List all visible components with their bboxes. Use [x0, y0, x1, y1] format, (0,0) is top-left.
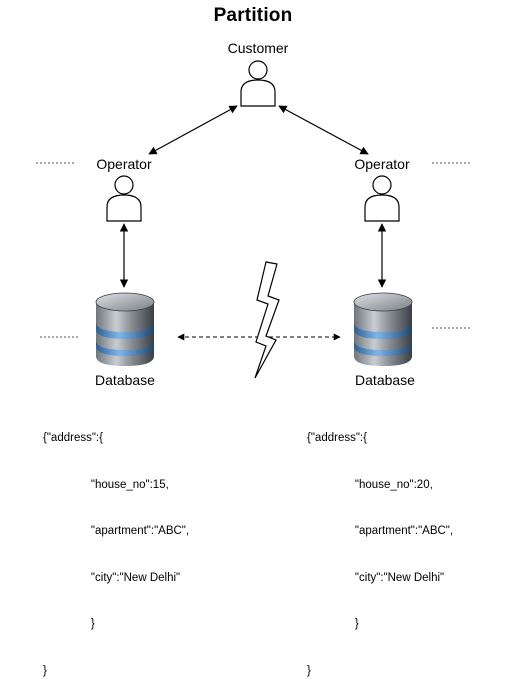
database-left-record: {"address":{ "house_no":15, "apartment":… — [43, 400, 189, 695]
record-line: {"address":{ — [307, 432, 367, 444]
arrow-customer-operator-right — [278, 105, 369, 155]
record-line: "apartment":"ABC", — [307, 525, 454, 537]
customer-person-icon — [240, 60, 276, 107]
record-line: "apartment":"ABC", — [43, 525, 190, 537]
record-line: "house_no":15, — [43, 478, 169, 491]
customer-label: Customer — [227, 40, 289, 56]
record-line: } — [307, 618, 359, 630]
database-right-icon — [353, 292, 413, 366]
operator-left-label: Operator — [96, 156, 152, 172]
partition-lightning-icon — [254, 261, 280, 379]
operator-left-person-icon — [106, 175, 142, 222]
database-left-icon — [95, 292, 155, 366]
database-right-record: {"address":{ "house_no":20, "apartment":… — [307, 400, 453, 695]
diagram-canvas — [36, 60, 472, 379]
record-line: } — [307, 664, 311, 677]
operator-right-label: Operator — [354, 156, 410, 172]
database-right-label: Database — [355, 372, 415, 388]
record-line: "house_no":20, — [307, 478, 433, 491]
record-line: {"address":{ — [43, 432, 103, 444]
operator-right-person-icon — [364, 175, 400, 222]
record-line: } — [43, 618, 95, 630]
arrow-customer-operator-left — [148, 105, 238, 155]
record-line: "city":"New Delhi" — [307, 571, 445, 584]
diagram-title: Partition — [213, 5, 293, 26]
record-line: "city":"New Delhi" — [43, 571, 181, 584]
record-line: } — [43, 664, 47, 677]
database-left-label: Database — [95, 372, 155, 388]
